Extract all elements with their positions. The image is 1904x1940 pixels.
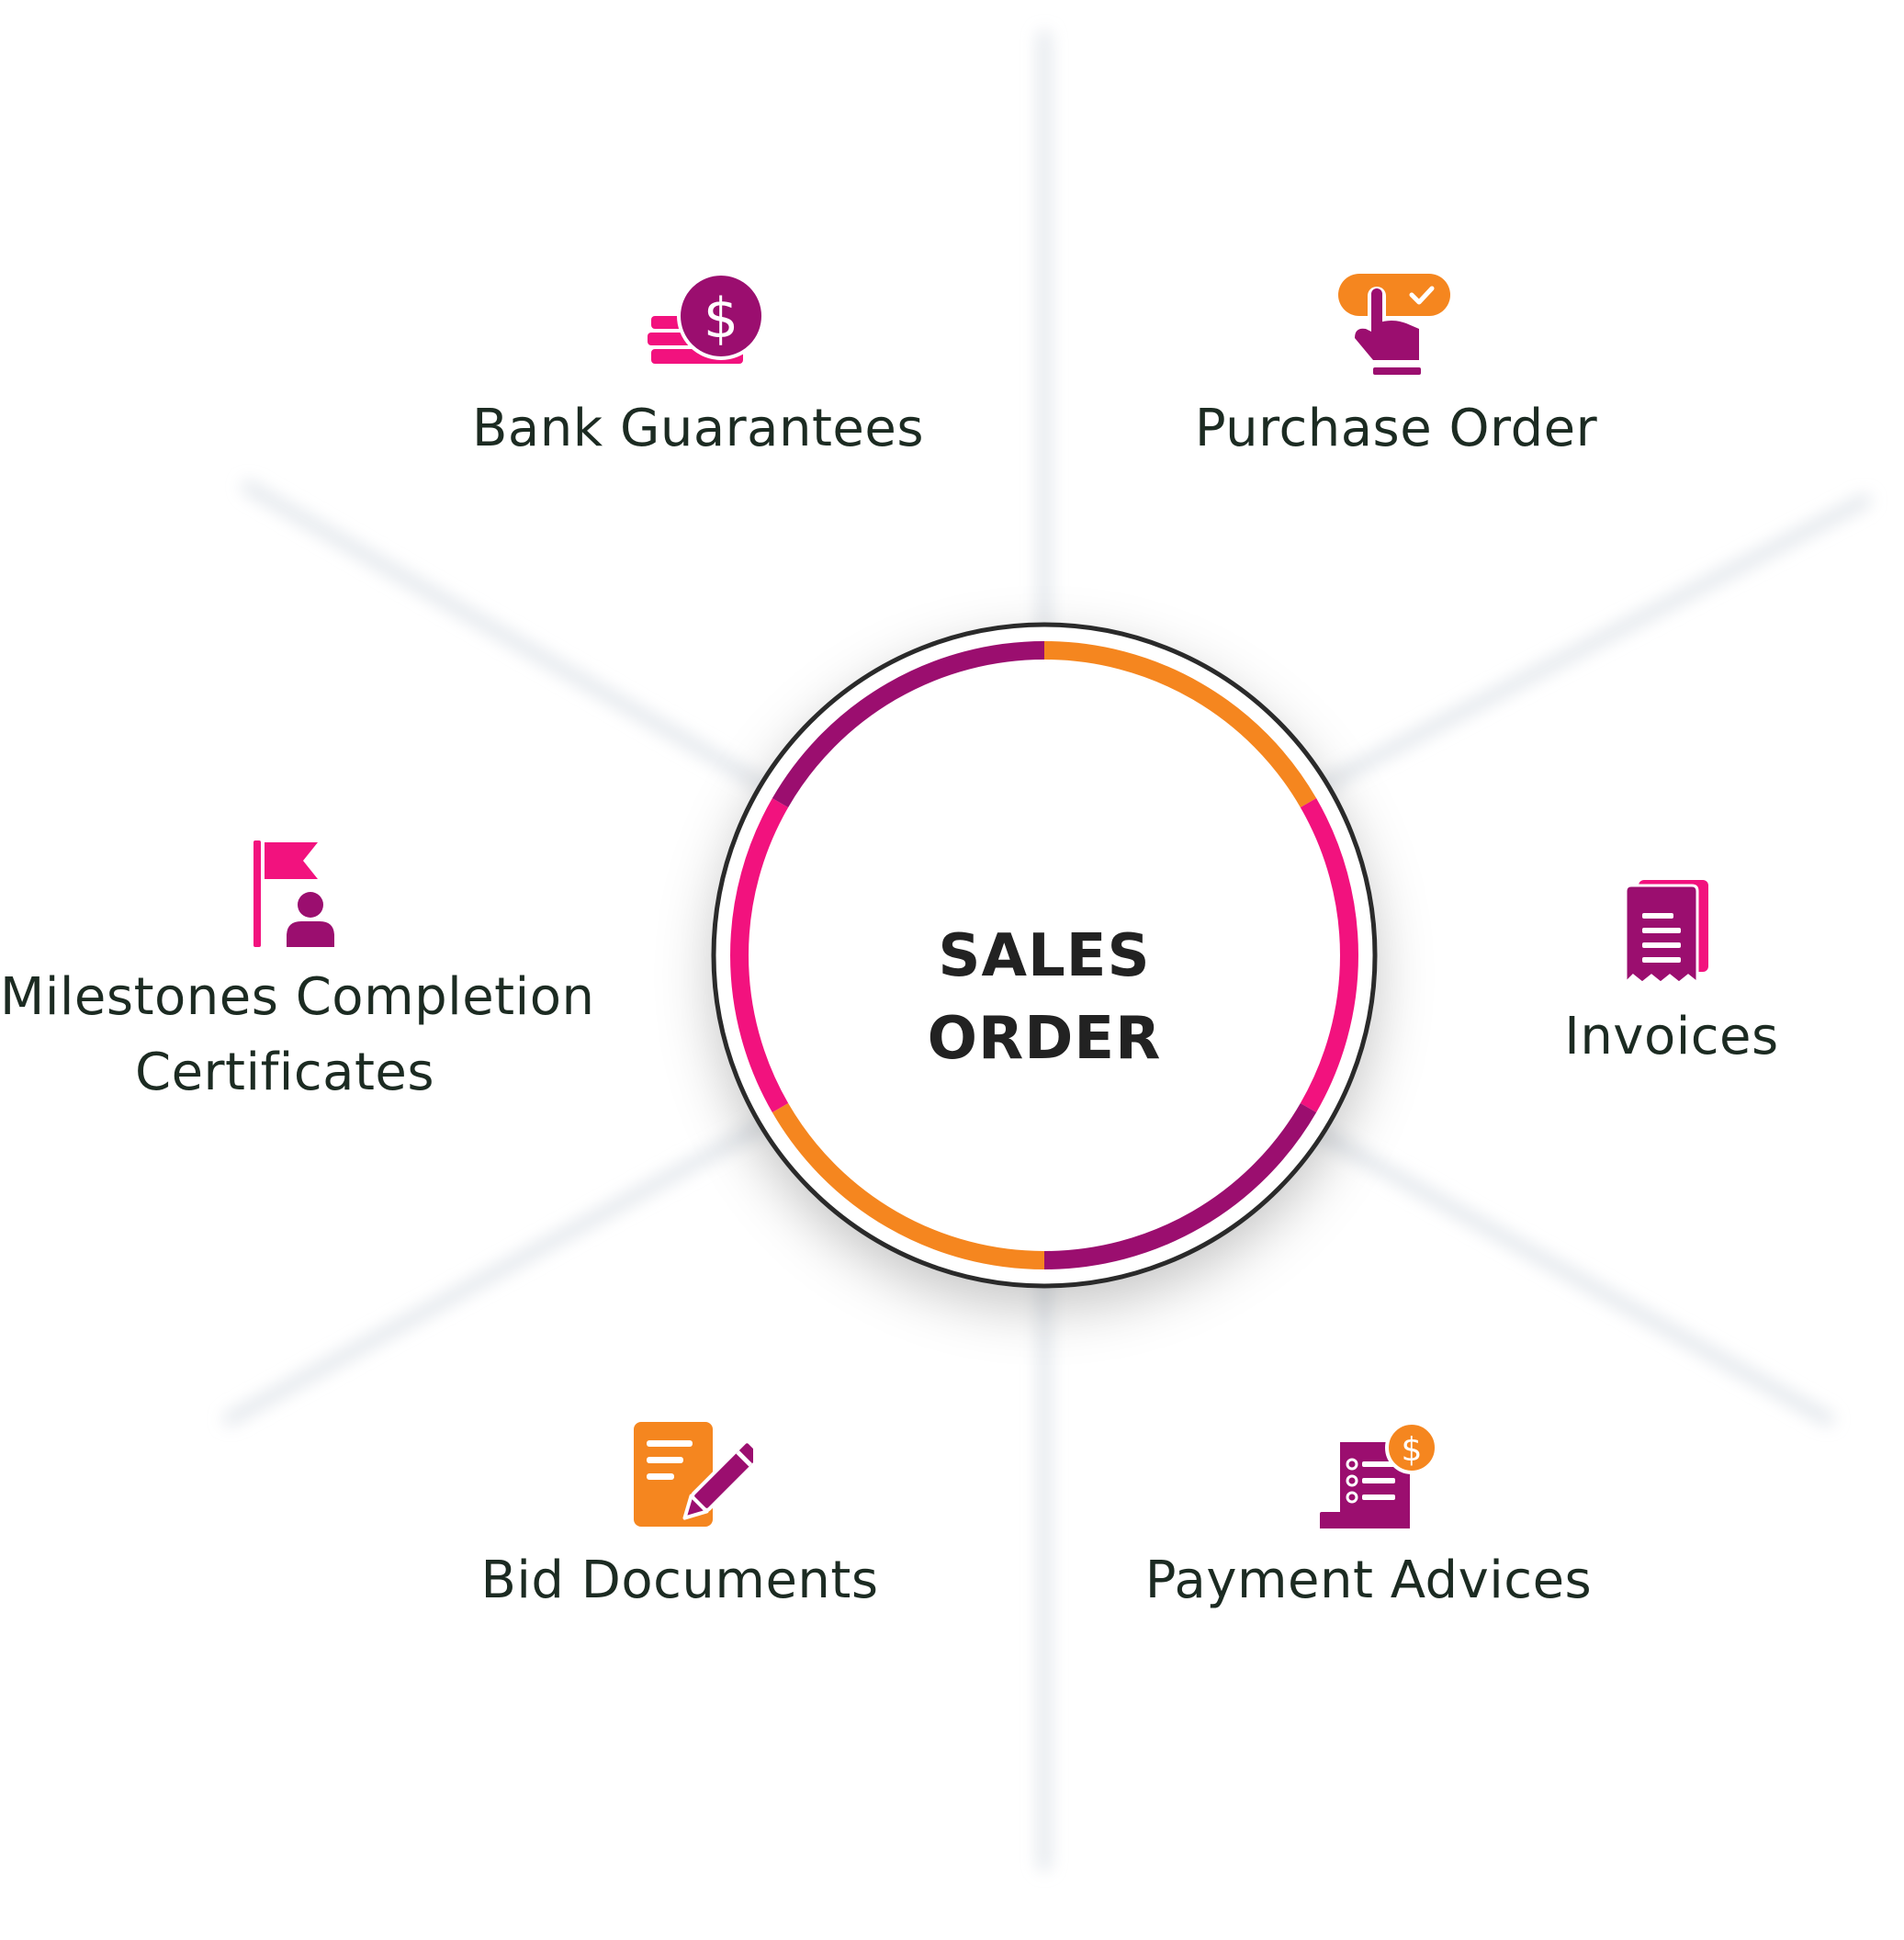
divider-ray-lower-left <box>223 1114 778 1426</box>
ring-segment-pink-left <box>730 798 789 1112</box>
receipt-document-icon <box>1624 880 1716 990</box>
svg-text:$: $ <box>704 287 738 351</box>
label-payment-advices: Payment Advices <box>1144 1551 1593 1610</box>
label-purchase-order: Purchase Order <box>1194 399 1598 458</box>
divider-ray-upper-right <box>1307 494 1871 796</box>
label-bank-guarantees: Bank Guarantees <box>471 399 925 458</box>
center-title: SALES ORDER <box>927 922 1162 1073</box>
ring-segment-orange-top-right <box>1043 641 1317 808</box>
hand-pointer-check-icon <box>1336 270 1456 380</box>
flag-person-icon <box>252 840 344 951</box>
ring-segment-pink-right <box>1300 798 1358 1112</box>
coin-stack-dollar-icon: $ <box>648 268 767 378</box>
svg-text:$: $ <box>1402 1431 1423 1469</box>
ring-segment-purple-top-left <box>772 641 1045 808</box>
center-circle-disc <box>711 622 1378 1289</box>
ring-segment-purple-bottom-right <box>1043 1102 1317 1269</box>
divider-rays <box>223 30 1871 1871</box>
label-invoices: Invoices <box>1564 1007 1779 1066</box>
label-milestones-completion-certificates: Milestones Completion Certificates <box>0 960 595 1111</box>
document-pen-icon <box>634 1422 753 1532</box>
center-circle <box>711 622 1378 1289</box>
ring-segment-orange-bottom-left <box>772 1102 1045 1269</box>
label-bid-documents: Bid Documents <box>480 1551 879 1610</box>
label-milestones-line-1: Milestones Completion <box>0 967 595 1027</box>
divider-ray-lower-right <box>1307 1123 1834 1426</box>
bill-dollar-icon: $ <box>1320 1422 1439 1532</box>
label-milestones-line-2: Certificates <box>134 1043 435 1102</box>
divider-ray-upper-left <box>242 480 778 796</box>
